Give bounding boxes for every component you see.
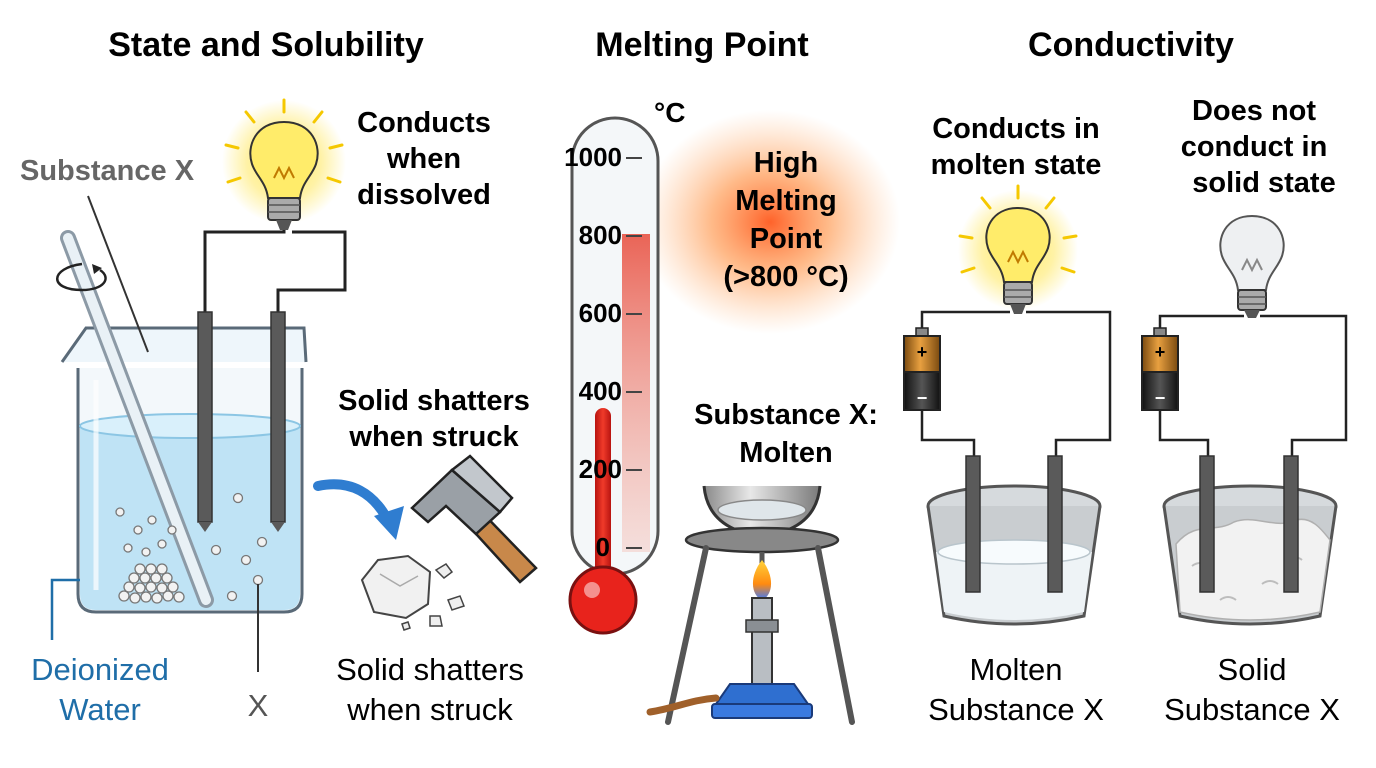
battery-minus-sign: − [917, 388, 928, 408]
no-conduct-solid-caption: Does not conduct in solid state [1181, 95, 1336, 199]
solid-substance-caption: Solid Substance X [1164, 652, 1340, 727]
molten-circuit: + − [903, 184, 1112, 626]
high-line-2: Melting [735, 185, 837, 217]
molten-line-1: Substance X: [694, 399, 878, 431]
molten-caption-line-2: Substance X [928, 692, 1104, 727]
molten-caption-line-1: Molten [969, 652, 1062, 687]
battery-icon: + − [1141, 327, 1179, 411]
solid-caption-line-1: Solid [1218, 652, 1287, 687]
shatter-label-bold: Solid shatters when struck [338, 385, 530, 453]
no-conduct-line-1: Does not [1192, 95, 1316, 127]
conducts-molten-caption: Conducts in molten state [931, 113, 1102, 181]
no-conduct-line-3: solid state [1192, 167, 1335, 199]
shattered-solid-icon [360, 554, 465, 631]
electrode-left [197, 311, 213, 532]
solid-container [1162, 455, 1338, 626]
title-state-solubility: State and Solubility [108, 26, 424, 64]
high-line-4: (>800 °C) [723, 261, 848, 293]
battery-plus-sign: + [917, 342, 928, 362]
beaker [60, 326, 308, 614]
title-melting-point: Melting Point [595, 26, 808, 64]
shatter-label: Solid shatters when struck [336, 652, 524, 727]
molten-bulb-rays-icon [958, 184, 1078, 274]
solid-circuit: + − [1141, 214, 1348, 626]
stir-rotation-arrow-icon [56, 262, 107, 292]
conducts-line-2: when [386, 143, 461, 175]
scale-ticks [626, 157, 642, 549]
deionized-water-line-2: Water [59, 692, 141, 727]
shatter-line-1: Solid shatters [336, 652, 524, 687]
water [80, 418, 300, 610]
molten-label: Substance X: Molten [694, 399, 878, 469]
high-melting-point-label: High Melting Point (>800 °C) [723, 147, 848, 293]
substance-x-leader [87, 195, 149, 353]
shatter-bold-line-2: when struck [348, 421, 519, 453]
conducts-line-1: Conducts [357, 107, 491, 139]
battery-icon: + − [903, 327, 941, 411]
lightbulb-lit-icon [249, 120, 319, 230]
deionized-water-line-1: Deionized [31, 652, 169, 687]
tick-label-1000: 1000 [564, 142, 622, 172]
flame-icon [752, 560, 772, 600]
hammer-icon [410, 454, 538, 584]
conductivity-panel: Conducts in molten state Does not conduc… [903, 95, 1348, 727]
tick-label-0: 0 [596, 532, 610, 562]
thermometer [568, 116, 660, 635]
thermometer-bulb [568, 565, 638, 635]
bunsen-burner-icon [646, 560, 813, 719]
wire-right [276, 230, 347, 312]
conducts-molten-line-1: Conducts in [932, 113, 1100, 145]
tick-label-600: 600 [579, 298, 622, 328]
wire-left [203, 230, 286, 312]
high-line-1: High [754, 147, 818, 179]
mercury-column [595, 408, 611, 586]
tick-label-400: 400 [579, 376, 622, 406]
particle-x-label: X [248, 688, 269, 723]
solid-caption-line-2: Substance X [1164, 692, 1340, 727]
tick-label-800: 800 [579, 220, 622, 250]
particles-x [115, 492, 268, 604]
melting-panel: °C 1000 800 600 400 200 0 High Melting P… [564, 97, 900, 725]
bulb-rays-icon [224, 98, 344, 184]
no-conduct-line-2: conduct in [1181, 131, 1328, 163]
battery-plus-sign: + [1155, 342, 1166, 362]
solubility-panel: Substance X Conducts when dissolved Deio… [20, 98, 538, 727]
molten-line-2: Molten [739, 437, 832, 469]
shatter-bold-line-1: Solid shatters [338, 385, 530, 417]
substance-x-label: Substance X [20, 155, 195, 187]
title-conductivity: Conductivity [1028, 26, 1234, 64]
lightbulb-lit-icon [985, 206, 1051, 314]
temperature-scale: 1000 800 600 400 200 0 [564, 142, 622, 562]
conducts-when-dissolved-label: Conducts when dissolved [357, 107, 491, 211]
shatter-line-2: when struck [346, 692, 513, 727]
electrode-right [270, 311, 286, 532]
heat-glow [640, 110, 900, 334]
molten-container [926, 455, 1102, 626]
conducts-line-3: dissolved [357, 179, 491, 211]
curved-arrow-head-icon [374, 506, 404, 540]
stirring-rod [60, 230, 214, 608]
conducts-molten-line-2: molten state [931, 149, 1102, 181]
water-leader [50, 578, 80, 640]
molten-substance-caption: Molten Substance X [928, 652, 1104, 727]
lightbulb-unlit-icon [1219, 214, 1285, 318]
tripod-stand [665, 526, 855, 725]
battery-minus-sign: − [1155, 388, 1166, 408]
celsius-unit: °C [654, 97, 685, 128]
high-line-3: Point [750, 223, 823, 255]
gas-hose [646, 694, 720, 716]
tick-label-200: 200 [579, 454, 622, 484]
